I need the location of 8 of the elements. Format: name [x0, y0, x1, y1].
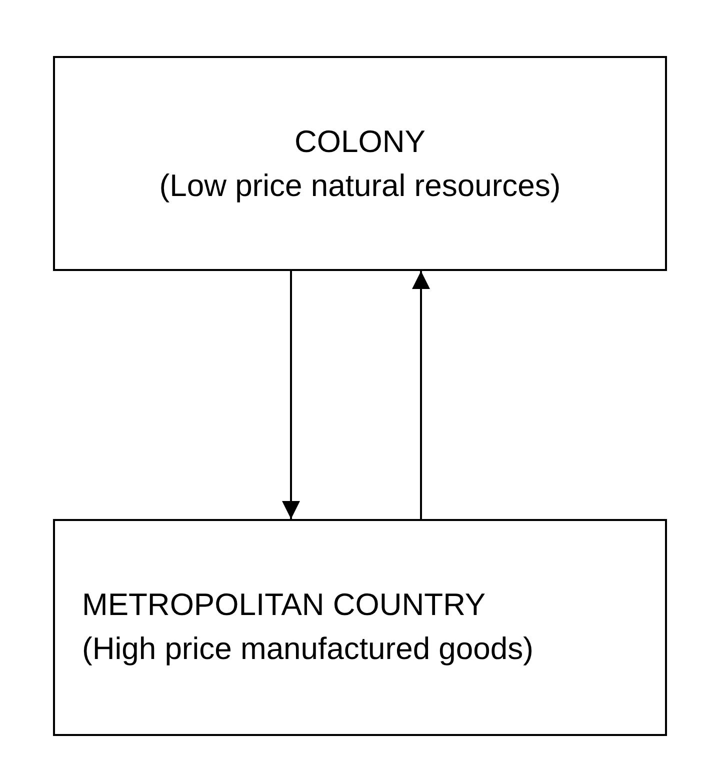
- box-description: (High price manufactured goods): [82, 630, 534, 668]
- process-box: [53, 56, 667, 271]
- process-box: [53, 519, 667, 736]
- arrow: [412, 271, 430, 519]
- box-heading: COLONY: [294, 122, 426, 160]
- box-description: (Low price natural resources): [159, 166, 561, 204]
- box-heading: METROPOLITAN COUNTRY: [82, 586, 486, 624]
- arrow: [282, 271, 300, 519]
